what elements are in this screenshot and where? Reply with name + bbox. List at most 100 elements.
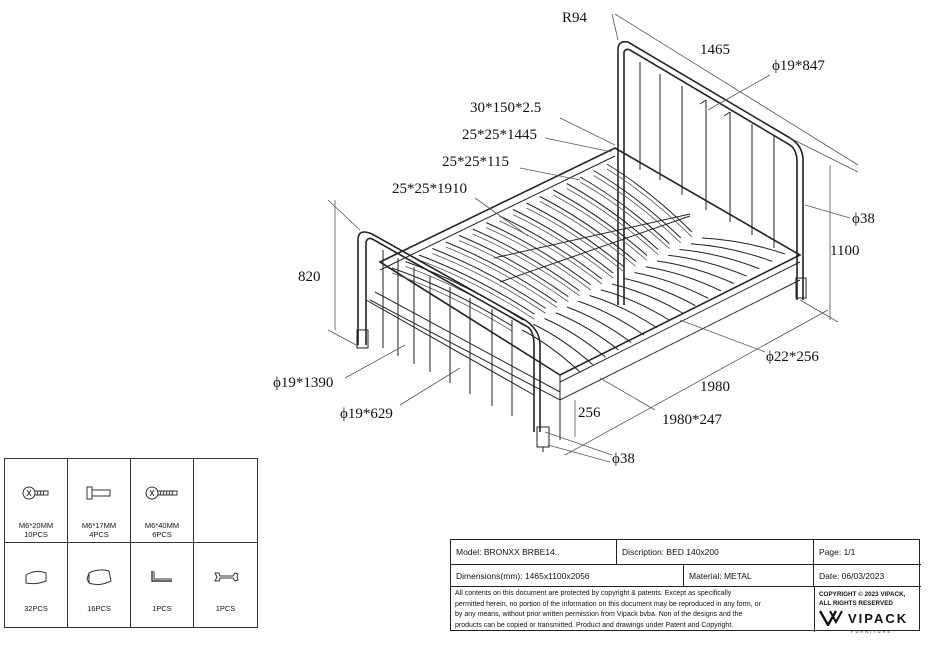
brand-sub: FURNITURE: [851, 629, 893, 634]
slat-edge: [472, 233, 580, 297]
dim-rail-side: 25*25*1910: [392, 181, 467, 197]
part-qty: 1PCS: [215, 604, 236, 613]
slat: [555, 312, 619, 351]
dim-rail-short: 25*25*115: [442, 154, 509, 170]
vipack-logo-mark-icon: [819, 610, 843, 626]
page-field: Page: 1/1: [814, 540, 921, 565]
slat: [690, 243, 773, 262]
slat-edge: [553, 194, 648, 261]
dim-height: 1100: [830, 243, 859, 259]
slat-edge: [418, 259, 535, 320]
slat-edge: [539, 201, 637, 267]
vipack-logo: VIPACK: [819, 609, 908, 627]
slat: [485, 222, 592, 286]
slat-edge: [459, 240, 569, 302]
bolt-m6x20-icon: [22, 486, 49, 500]
legal-notice: All contents on this document are protec…: [451, 587, 814, 633]
slat: [445, 241, 558, 303]
headboard: [617, 40, 807, 305]
frame-rails: [369, 147, 802, 440]
model-field: Model: BRONXX BRBE14..: [451, 540, 617, 565]
dim-leg: ϕ38: [852, 211, 875, 227]
title-block: Model: BRONXX BRBE14.. Discription: BED …: [450, 539, 921, 634]
slat: [539, 196, 637, 262]
part-qty: 16PCS: [87, 604, 111, 613]
part-qty: 32PCS: [24, 604, 48, 613]
slat: [679, 249, 760, 270]
barrel-nut-m6x17-icon: [86, 486, 111, 500]
material-field: Material: METAL: [684, 565, 814, 587]
slat: [458, 235, 569, 298]
brand-name: VIPACK: [848, 610, 909, 626]
copyright-box: COPYRIGHT © 2023 VIPACK, ALL RIGHTS RESE…: [814, 587, 921, 634]
dim-leg-foot: ϕ38: [612, 451, 635, 467]
dim-foot-tube-short: ϕ19*629: [340, 406, 393, 422]
slat: [544, 318, 606, 358]
slat: [579, 176, 670, 245]
slat-edge: [445, 246, 558, 308]
slat: [533, 323, 594, 366]
slat: [623, 277, 696, 307]
empty-part-cell: [194, 459, 257, 543]
dimensions-field: Dimensions(mm): 1465x1100x2056: [451, 565, 684, 587]
dim-center-leg: ϕ22*256: [766, 349, 819, 365]
part-cell: 1PCS: [194, 543, 257, 627]
dim-rail-long: 25*25*1445: [462, 127, 537, 143]
slat: [418, 254, 535, 315]
slat: [645, 266, 722, 292]
slat: [611, 283, 683, 314]
slat: [391, 267, 513, 327]
footboard: [356, 231, 550, 452]
part-cell: 32PCS: [5, 543, 68, 627]
slat: [512, 209, 614, 274]
slat: [578, 300, 645, 336]
bolt-m6x40-icon: [145, 486, 178, 500]
part-cell: 16PCS: [68, 543, 131, 627]
legal-line: by any means, without prior written perm…: [455, 611, 743, 618]
slat-edge: [485, 227, 591, 291]
wrench-icon: [213, 572, 239, 582]
slat: [521, 329, 581, 373]
copyright-line: COPYRIGHT © 2023 VIPACK,: [819, 591, 906, 598]
allen-key-icon: [151, 571, 172, 582]
legal-line: All contents on this document are protec…: [455, 590, 732, 597]
slat-edge: [526, 207, 625, 273]
part-qty: 1PCS: [152, 604, 172, 613]
dim-foot-tube: ϕ19*1390: [273, 375, 333, 391]
dim-width: 1465: [700, 42, 730, 58]
slat: [593, 170, 682, 239]
legal-line: products can be copied or transmitted. P…: [455, 621, 734, 629]
description-field: Discription: BED 140x200: [617, 540, 814, 565]
legal-line: permitted herein, no portion of the info…: [455, 600, 761, 608]
slat-edge: [512, 214, 614, 279]
slat-edge: [499, 220, 603, 285]
slat-edge: [593, 175, 682, 244]
slat-edge: [391, 272, 513, 332]
slat: [553, 189, 648, 256]
slat: [600, 289, 670, 321]
copyright-line: ALL RIGHTS RESERVED: [819, 600, 893, 607]
date-field: Date: 06/03/2023: [814, 565, 921, 587]
slat-edge: [606, 168, 693, 238]
slat: [499, 215, 603, 280]
dimension-labels: R94 1465 ϕ19*847 30*150*2.5 25*25*1445 2…: [273, 10, 875, 467]
slat: [668, 254, 747, 277]
dimension-lines: [327, 13, 859, 463]
dim-length: 1980: [700, 379, 730, 395]
slat: [566, 183, 659, 250]
slat: [566, 306, 632, 343]
dim-r94: R94: [562, 10, 588, 26]
slat-edge: [432, 253, 546, 314]
slat: [526, 202, 625, 268]
slat: [606, 163, 693, 233]
part-cell: 1PCS: [131, 543, 194, 627]
dim-foot-height: 820: [298, 269, 321, 285]
slat: [656, 260, 734, 284]
